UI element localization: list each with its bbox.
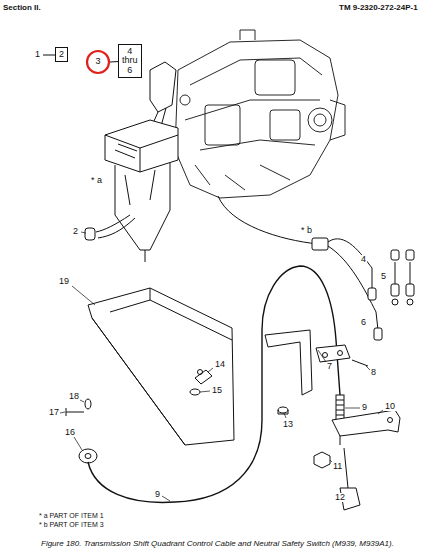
callout-number: * b [300,226,313,235]
callout-number: 12 [334,493,346,502]
callout-number: 10 [384,402,396,411]
callout-number: 7 [326,362,333,371]
item-number: 2 [59,50,64,59]
item-number: 3 [95,57,100,66]
callout-number: 9 [361,403,368,412]
callout-number: 15 [211,386,223,395]
shift-quadrant [85,62,178,262]
item-box: 2 [55,47,68,62]
bracket [88,288,234,445]
leader-lines [60,232,383,501]
callout-number: 4 [360,255,367,264]
footnote: * b PART OF ITEM 3 [38,521,105,528]
item-number: 4 thru 6 [122,47,138,75]
callout-number: 1 [34,50,41,59]
callout-number: 19 [58,277,70,286]
cable-end [314,395,400,510]
callout-number: 13 [282,420,294,429]
callout-number: 11 [332,462,343,471]
hardware [66,370,288,463]
callout-number: 16 [64,428,76,437]
section-heading: Section II. [2,4,42,12]
callout-number: 18 [68,392,80,401]
manual-number: TM 9-2320-272-24P-1 [338,4,419,12]
leader-line [43,55,55,56]
callout-number: 17 [48,408,60,417]
footnote: * a PART OF ITEM 1 [38,512,105,519]
highlight-circle: 3 [86,50,110,74]
connector-line [110,61,118,62]
wiring-harness [218,196,414,340]
callout-number: * a [90,176,103,185]
callout-number: 6 [360,318,367,327]
figure-caption: Figure 180. Transmission Shift Quadrant … [40,540,422,548]
callout-number: 5 [380,272,387,281]
circle-outline [87,51,109,73]
callout-number: 14 [214,360,226,369]
callout-number: 8 [370,368,377,377]
item-box: 4 thru 6 [118,44,142,78]
transmission [175,30,345,198]
callout-number: 9 [154,490,161,499]
control-cable [88,266,340,502]
callout-number: 2 [72,227,79,236]
cable-bracket [265,330,368,395]
